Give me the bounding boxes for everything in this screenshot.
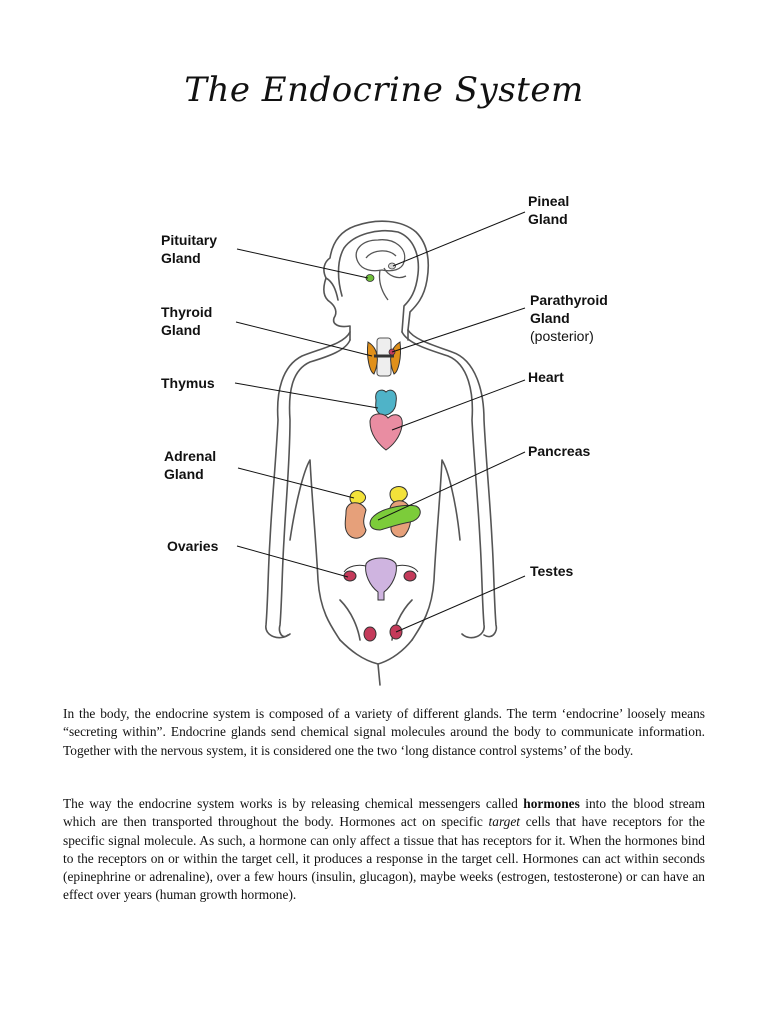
label-adrenal-line1: Adrenal xyxy=(164,448,216,464)
uterus-icon xyxy=(366,558,397,600)
pineal-gland-icon xyxy=(389,263,396,269)
label-pineal-line1: Pineal xyxy=(528,193,569,209)
label-thyroid-line1: Thyroid xyxy=(161,304,212,320)
paragraph-hormones-text: The way the endocrine system works is by… xyxy=(63,795,705,905)
label-parathyroid-posterior: (posterior) xyxy=(530,327,608,345)
thyroid-gland-icon xyxy=(367,338,400,376)
paragraph-intro-text: In the body, the endocrine system is com… xyxy=(63,705,705,760)
label-pineal-gland: Pineal Gland xyxy=(528,192,569,228)
label-adrenal-gland: Adrenal Gland xyxy=(164,447,216,483)
testis-left-icon xyxy=(364,627,376,641)
hormones-term: hormones xyxy=(523,796,580,811)
heart-icon xyxy=(370,414,402,450)
label-thymus: Thymus xyxy=(161,374,215,392)
brain-icon xyxy=(356,240,406,300)
thymus-icon xyxy=(376,390,397,415)
endocrine-diagram xyxy=(0,0,768,700)
paragraph-intro: In the body, the endocrine system is com… xyxy=(63,705,705,760)
label-heart: Heart xyxy=(528,368,564,386)
adrenal-gland-right-icon xyxy=(390,487,407,502)
label-thyroid-line2: Gland xyxy=(161,322,201,338)
label-parathyroid-gland: Parathyroid Gland (posterior) xyxy=(530,291,608,345)
label-pituitary-line2: Gland xyxy=(161,250,201,266)
label-adrenal-line2: Gland xyxy=(164,466,204,482)
ovary-right-icon xyxy=(404,571,416,581)
label-pituitary-gland: Pituitary Gland xyxy=(161,231,217,267)
label-testes: Testes xyxy=(530,562,573,580)
target-term: target xyxy=(489,814,521,829)
label-pancreas: Pancreas xyxy=(528,442,590,460)
label-parathyroid-line1: Parathyroid xyxy=(530,292,608,308)
paragraph-hormones: The way the endocrine system works is by… xyxy=(63,795,705,905)
body-outline xyxy=(266,221,497,685)
label-parathyroid-line2: Gland xyxy=(530,310,570,326)
label-pineal-line2: Gland xyxy=(528,211,568,227)
label-ovaries: Ovaries xyxy=(167,537,218,555)
kidney-left-icon xyxy=(345,503,366,539)
paragraph2-before: The way the endocrine system works is by… xyxy=(63,796,523,811)
label-pituitary-line1: Pituitary xyxy=(161,232,217,248)
label-thyroid-gland: Thyroid Gland xyxy=(161,303,212,339)
